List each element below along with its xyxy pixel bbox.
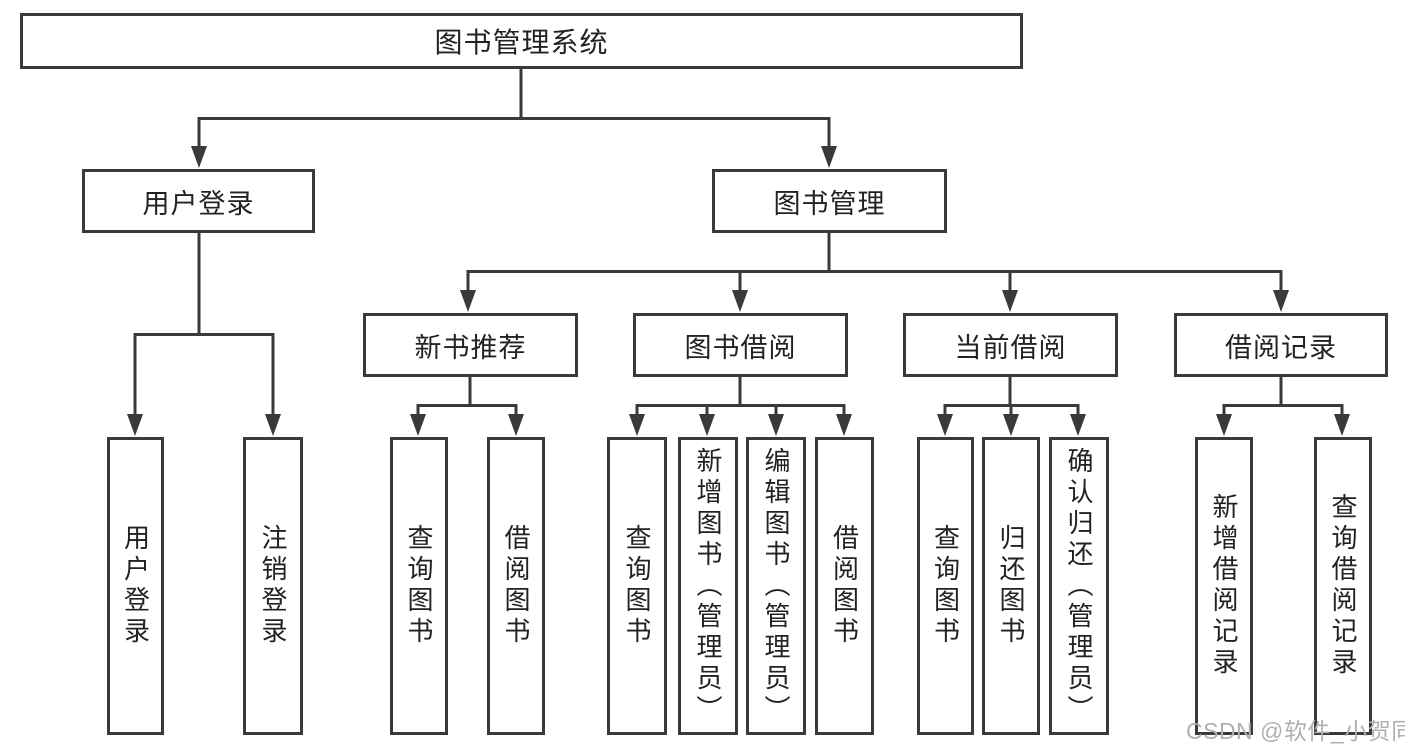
csdn-watermark: CSDN @软件_小贺同学 [1186, 718, 1405, 744]
leaf-user-login: 用户登录 [107, 437, 164, 735]
leaf-query-books-borrow: 查询图书 [607, 437, 667, 735]
node-label: 查询图书 [930, 524, 961, 648]
leaf-borrow-books: 借阅图书 [815, 437, 874, 735]
node-label: 确认归还（管理员） [1064, 446, 1094, 726]
node-label: 新增图书（管理员） [693, 446, 723, 726]
node-current-borrow: 当前借阅 [903, 313, 1118, 377]
node-label: 编辑图书（管理员） [761, 446, 791, 726]
node-label: 借阅图书 [829, 524, 860, 648]
node-label: 用户登录 [142, 188, 255, 219]
node-label: 图书借阅 [684, 332, 797, 363]
node-label: 新增借阅记录 [1209, 493, 1239, 679]
node-borrow-records: 借阅记录 [1174, 313, 1388, 377]
node-book-management: 图书管理 [712, 169, 947, 233]
node-label: 归还图书 [996, 524, 1026, 648]
arrowheads [127, 146, 1350, 436]
leaf-logout-login: 注销登录 [243, 437, 303, 735]
node-book-borrow: 图书借阅 [633, 313, 848, 377]
leaf-query-books-current: 查询图书 [917, 437, 974, 735]
node-root-library-management-system: 图书管理系统 [20, 13, 1023, 69]
leaf-add-books-admin: 新增图书（管理员） [678, 437, 738, 735]
node-label: 借阅图书 [501, 524, 531, 648]
leaf-query-books-recommend: 查询图书 [390, 437, 448, 735]
leaf-query-borrow-record: 查询借阅记录 [1314, 437, 1372, 735]
leaf-add-borrow-record: 新增借阅记录 [1195, 437, 1253, 735]
node-label: 注销登录 [258, 524, 288, 648]
node-label: 当前借阅 [954, 332, 1067, 363]
node-label: 图书管理系统 [434, 27, 609, 58]
node-label: 查询图书 [622, 524, 652, 648]
node-label: 图书管理 [773, 188, 886, 219]
node-label: 用户登录 [120, 524, 151, 648]
node-user-login: 用户登录 [82, 169, 315, 233]
node-label: 查询借阅记录 [1328, 493, 1358, 679]
node-label: 查询图书 [404, 524, 434, 648]
node-new-book-recommend: 新书推荐 [363, 313, 578, 377]
leaf-return-books: 归还图书 [982, 437, 1040, 735]
leaf-confirm-return-admin: 确认归还（管理员） [1049, 437, 1109, 735]
node-label: 借阅记录 [1225, 332, 1337, 363]
leaf-edit-books-admin: 编辑图书（管理员） [746, 437, 806, 735]
node-label: 新书推荐 [414, 332, 527, 363]
leaf-borrow-books-recommend: 借阅图书 [487, 437, 545, 735]
